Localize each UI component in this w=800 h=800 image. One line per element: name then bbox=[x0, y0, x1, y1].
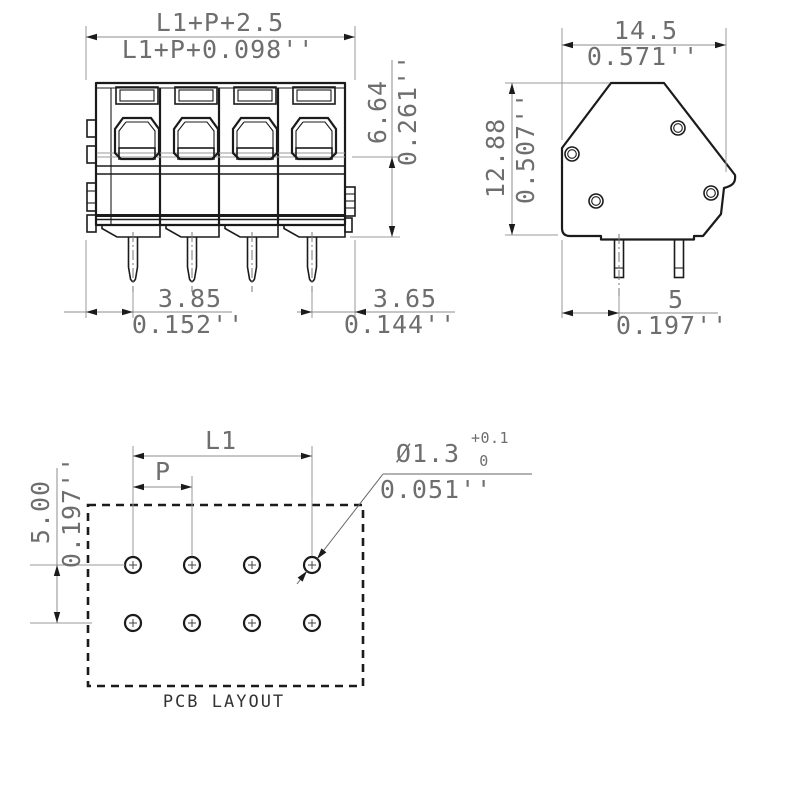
pcb-hole bbox=[123, 613, 143, 633]
wire-entry-window bbox=[292, 86, 336, 105]
arrowhead bbox=[53, 612, 61, 623]
side-tab bbox=[86, 119, 97, 138]
pcb-hole bbox=[123, 555, 143, 575]
side-tab bbox=[86, 182, 97, 212]
mounting-hole bbox=[703, 185, 719, 201]
solder-pin bbox=[673, 238, 685, 279]
pcb-hole bbox=[242, 555, 262, 575]
pcb-layout-caption: PCB LAYOUT bbox=[163, 692, 285, 712]
pcb-hole bbox=[242, 613, 262, 633]
dim-pin-left-mm: 3.85 bbox=[158, 284, 222, 313]
bottom-chamfer bbox=[165, 225, 220, 238]
pcb-outline bbox=[86, 503, 365, 688]
mounting-hole bbox=[588, 193, 604, 209]
pcb-hole bbox=[302, 555, 322, 575]
wire-entry-window bbox=[174, 86, 218, 105]
front-view bbox=[86, 81, 356, 292]
hole-diameter-in: 0.051'' bbox=[380, 475, 492, 504]
dim-pin-right-in: 0.144'' bbox=[344, 310, 456, 339]
arrowhead bbox=[355, 308, 366, 316]
dim-pin-offset-in: 0.197'' bbox=[616, 311, 728, 340]
dim-row-spacing-in: 0.197'' bbox=[57, 456, 86, 568]
dim-pin-left-in: 0.152'' bbox=[132, 310, 244, 339]
bottom-chamfer bbox=[101, 225, 161, 238]
arrowhead bbox=[562, 309, 573, 317]
arrowhead bbox=[301, 308, 312, 316]
arrowhead bbox=[297, 571, 307, 582]
spring-actuator bbox=[231, 116, 279, 161]
pcb-hole bbox=[182, 613, 202, 633]
dim-pin-offset-mm: 5 bbox=[668, 285, 684, 314]
hole-tolerance-upper: +0.1 bbox=[471, 429, 509, 447]
side-profile bbox=[560, 81, 737, 241]
bottom-chamfer bbox=[224, 225, 279, 238]
dim-span-label: L1 bbox=[205, 426, 237, 455]
spring-actuator bbox=[172, 116, 220, 161]
arrowhead bbox=[715, 41, 726, 49]
side-view-dimensions: 14.5 0.571'' 12.88 0.507'' 5 0.197'' bbox=[481, 16, 728, 340]
arrowhead bbox=[86, 308, 97, 316]
dim-height-mm: 6.64 bbox=[363, 80, 392, 144]
arrowhead bbox=[508, 224, 516, 235]
mounting-hole bbox=[564, 146, 580, 162]
spring-actuator bbox=[290, 116, 338, 161]
bottom-chamfer bbox=[283, 225, 346, 238]
side-tab bbox=[86, 214, 97, 233]
dim-row-spacing-mm: 5.00 bbox=[26, 480, 55, 544]
side-view bbox=[560, 81, 737, 296]
side-tab bbox=[344, 217, 353, 233]
spring-actuator bbox=[113, 116, 161, 161]
hole-tolerance-lower: 0 bbox=[479, 452, 489, 470]
arrowhead bbox=[562, 41, 573, 49]
arrowhead bbox=[317, 548, 327, 559]
dim-width-in: L1+P+0.098'' bbox=[122, 35, 315, 64]
wire-entry-window bbox=[233, 86, 277, 105]
terminal-block-body bbox=[94, 81, 347, 227]
dim-height-in: 0.261'' bbox=[393, 54, 422, 166]
dim-depth-mm: 14.5 bbox=[614, 16, 678, 45]
arrowhead bbox=[301, 452, 312, 460]
arrowhead bbox=[53, 565, 61, 576]
pcb-layout: L1 P 5.00 0.197'' Ø1.3 +0.1 0 0.051'' PC… bbox=[26, 426, 532, 712]
arrowhead bbox=[86, 33, 97, 41]
hole-diameter-mm: Ø1.3 bbox=[396, 439, 460, 468]
side-tab bbox=[86, 145, 97, 164]
arrowhead bbox=[508, 83, 516, 94]
arrowhead bbox=[122, 308, 133, 316]
dim-width-mm: L1+P+2.5 bbox=[156, 8, 284, 37]
pcb-hole bbox=[302, 613, 322, 633]
dim-depth-in: 0.571'' bbox=[587, 42, 699, 71]
arrowhead bbox=[388, 157, 396, 168]
mounting-hole bbox=[670, 120, 686, 136]
front-view-dimensions: L1+P+2.5 L1+P+0.098'' 6.64 0.261'' 3.85 … bbox=[64, 8, 456, 339]
leader-line bbox=[316, 473, 384, 560]
arrowhead bbox=[608, 309, 619, 317]
arrowhead bbox=[133, 452, 144, 460]
pcb-hole bbox=[182, 555, 202, 575]
dim-pin-right-mm: 3.65 bbox=[373, 284, 437, 313]
dim-pitch-label: P bbox=[155, 457, 171, 486]
arrowhead bbox=[388, 226, 396, 237]
wire-entry-window bbox=[115, 86, 159, 105]
arrowhead bbox=[181, 483, 192, 491]
dim-side-height-in: 0.507'' bbox=[511, 92, 540, 204]
dim-side-height-mm: 12.88 bbox=[481, 118, 510, 198]
arrowhead bbox=[344, 33, 355, 41]
arrowhead bbox=[133, 483, 144, 491]
